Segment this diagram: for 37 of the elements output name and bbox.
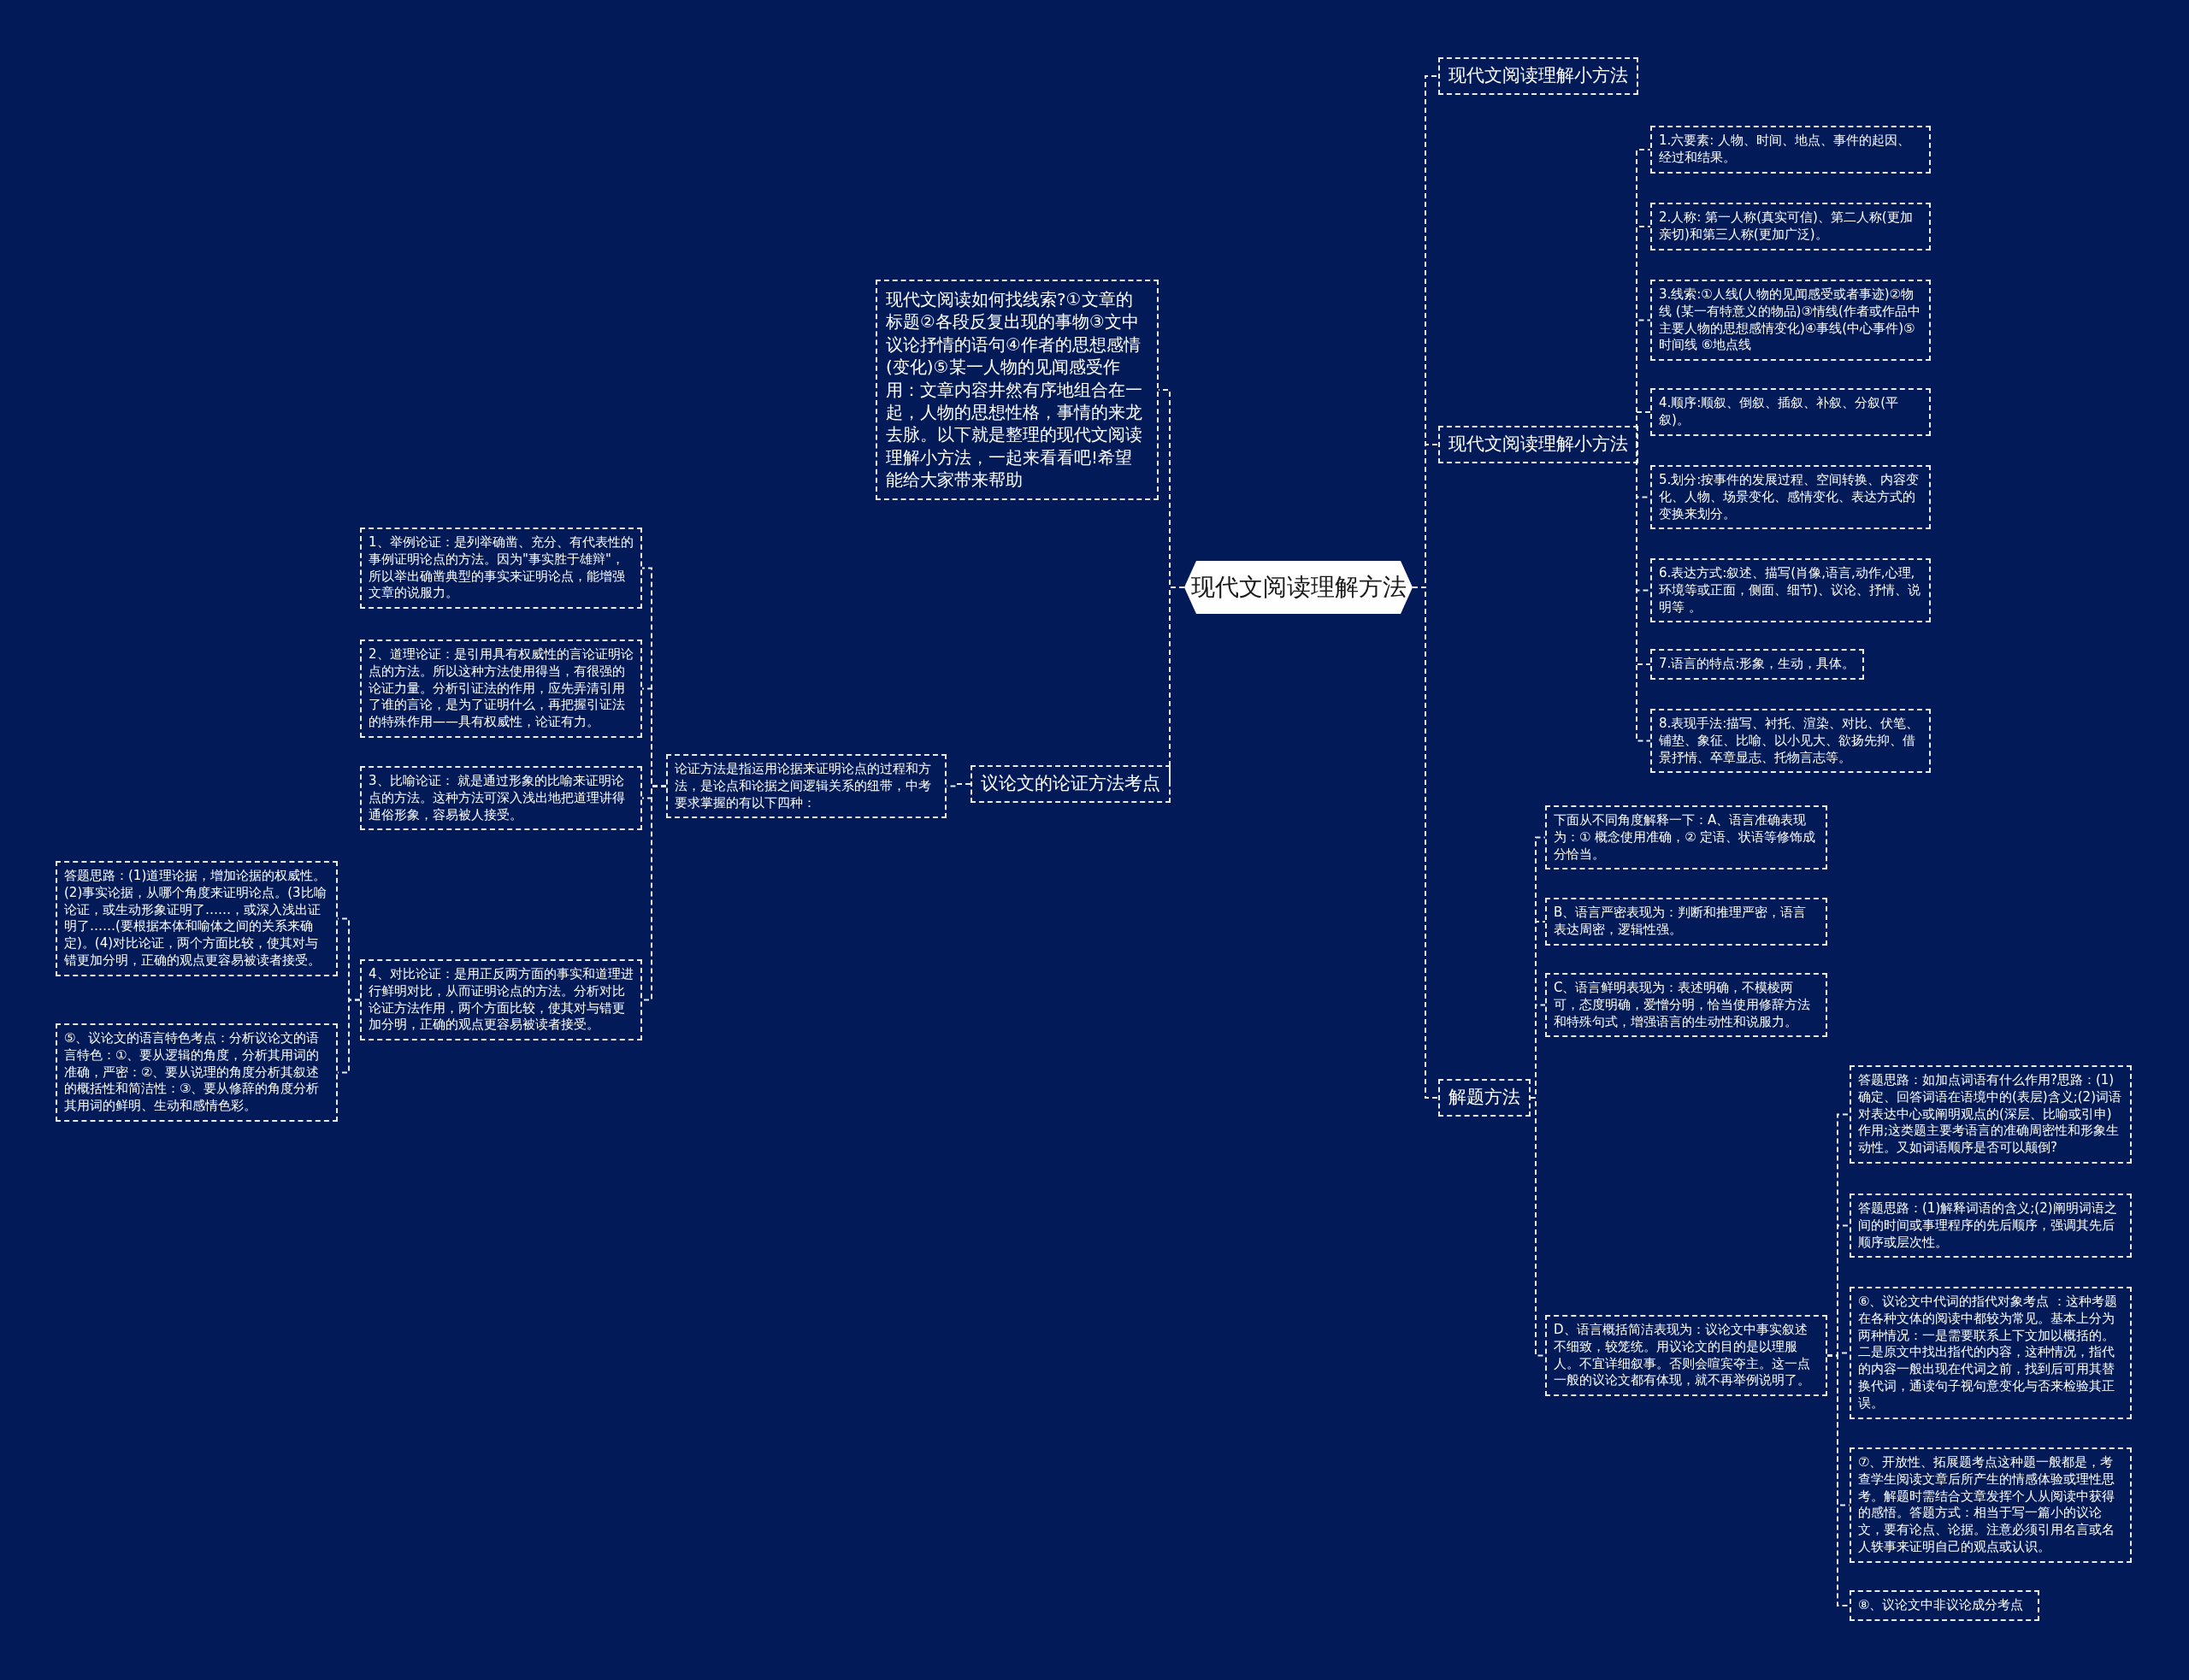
note-box: B、语言严密表现为：判断和推理严密，语言表达周密，逻辑性强。 (1545, 898, 1827, 946)
note-box: ⑧、议论文中非议论成分考点 (1850, 1590, 2039, 1621)
note-box: 论证方法是指运用论据来证明论点的过程和方法，是论点和论据之间逻辑关系的纽带，中考要求掌握的有以下四种： (666, 754, 947, 819)
note-box: 答题思路：(1)解释词语的含义;(2)阐明词语之间的时间或事理程序的先后顺序，强调其先后顺序或层次性。 (1850, 1194, 2132, 1259)
note-box: C、语言鲜明表现为：表述明确，不模棱两可，态度明确，爱憎分明，恰当使用修辞方法和特殊句式，增强语言的生动性和说服力。 (1545, 973, 1827, 1038)
note-box: 答题思路：(1)道理论据，增加论据的权威性。(2)事实论据，从哪个角度来证明论点。(3比喻论证，或生动形象证明了……，或深入浅出证明了……(要根据本体和喻体之间的关系来确定)。(4)对比论证，两个方面比较，使其对与错更加分明，正确的观点更容易被读者接受。 (56, 861, 338, 976)
connector (337, 999, 361, 1074)
note-box: ⑦、开放性、拓展题考点这种题一般都是，考查学生阅读文章后所产生的情感体验或理性思考。解题时需结合文章发挥个人从阅读中获得的感悟。答题方式：相当于写一篇小的议论文，要有论点、论据。注意必须引用名言或名人轶事来证明自己的观点或认识。 (1850, 1447, 2132, 1563)
connector (1636, 444, 1651, 742)
note-box: 4、对比论证：是用正反两方面的事实和道理进行鲜明对比，从而证明论点的方法。分析对比论证方法作用，两个方面比较，使其对与错更加分明，正确的观点更容易被读者接受。 (360, 959, 642, 1041)
note-box: 3.线索:①人线(人物的见闻感受或者事迹)②物线 (某一有特意义的物品)③情线(作者或作品中主要人物的思想感情变化)④事线(中心事件)⑤时间线 ⑥地点线 (1650, 280, 1931, 362)
note-box: 答题思路：如加点词语有什么作用?思路：(1)确定、回答词语在语境中的(表层)含义;(2)词语对表达中心或阐明观点的(深层、比喻或引申)作用;这类题主要考语言的准确周密性和形象生动性。又如词语顺序是否可以颠倒? (1850, 1065, 2132, 1164)
note-box: D、语言概括简洁表现为：议论文中事实叙述不细致，较笼统。用议论文的目的是以理服人。不宜详细叙事。否则会喧宾夺主。这一点一般的议论文都有体现，就不再举例说明了。 (1545, 1315, 1827, 1397)
connector (946, 783, 971, 787)
topic-box: 议论文的论证方法考点 (971, 765, 1171, 803)
note-box: 6.表达方式:叙述、描写(肖像,语言,动作,心理,环境等或正面，侧面、细节)、议论、抒情、说明等 。 (1650, 558, 1931, 623)
central-topic: 现代文阅读理解方法 (1184, 561, 1413, 614)
note-box: 下面从不同角度解释一下：A、语言准确表现为：① 概念使用准确，② 定语、状语等修饰成分恰当。 (1545, 805, 1827, 870)
topic-box: 现代文阅读理解小方法 (1438, 57, 1638, 95)
note-box: 2.人称: 第一人称(真实可信)、第二人称(更加亲切)和第三人称(更加广泛)。 (1650, 203, 1931, 251)
note-box: ⑤、议论文的语言特色考点：分析议论文的语言特色：①、要从逻辑的角度，分析其用词的准确，严密：②、要从说理的角度分析其叙述的概括性和简洁性：③、要从修辞的角度分析其用词的鲜明、生动和感情色彩。 (56, 1023, 338, 1122)
connector (1826, 1354, 1850, 1606)
note-box: 7.语言的特点:形象，生动，具体。 (1650, 649, 1864, 680)
note-box: 现代文阅读如何找线索?①文章的标题②各段反复出现的事物③文中议论抒情的语句④作者的思想感情(变化)⑤某一人物的见闻感受作用：文章内容井然有序地组合在一起，人物的思想性格，事情的来龙去脉。以下就是整理的现代文阅读理解小方法，一起来看看吧!希望能给大家带来帮助 (876, 280, 1159, 500)
connector (641, 785, 667, 1001)
connector (1636, 411, 1651, 445)
note-box: 5.划分:按事件的发展过程、空间转换、内容变化、人物、场景变化、感情变化、表达方式的变换来划分。 (1650, 465, 1931, 530)
note-box: 3、比喻论证： 就是通过形象的比喻来证明论点的方法。这种方法可深入浅出地把道理讲得通俗形象，容易被人接受。 (360, 766, 642, 831)
topic-box: 解题方法 (1438, 1079, 1531, 1117)
note-box: 2、道理论证：是引用具有权威性的言论证明论点的方法。所以这种方法使用得当，有很强的论证力量。分析引证法的作用，应先弄清引用了谁的言论，是为了证明什么，再把握引证法的特殊作用——具有权威性，论证有力。 (360, 640, 642, 738)
note-box: 8.表现手法:描写、衬托、渲染、对比、伏笔、铺垫、象征、比喻、以小见大、欲扬先抑、借景抒情、卒章显志、托物言志等。 (1650, 709, 1931, 774)
topic-box: 现代文阅读理解小方法 (1438, 426, 1638, 463)
note-box: 4.顺序:顺叙、倒叙、插叙、补叙、分叙(平叙)。 (1650, 388, 1931, 436)
note-box: ⑥、议论文中代词的指代对象考点 ：这种考题在各种文体的阅读中都较为常见。基本上分为两种情况：一是需要联系上下文加以概括的。二是原文中找出指代的内容，这种情况，指代的内容一般出现在代词之前，找到后可用其替换代词，通读句子视句意变化与否来检验其正误。 (1850, 1287, 2132, 1419)
note-box: 1.六要素: 人物、时间、地点、事件的起因、经过和结果。 (1650, 126, 1931, 174)
note-box: 1、举例论证：是列举确凿、充分、有代表性的事例证明论点的方法。因为"事实胜于雄辩"，所以举出确凿典型的事实来证明论点，能增强文章的说服力。 (360, 528, 642, 610)
connector (1530, 1097, 1546, 1357)
